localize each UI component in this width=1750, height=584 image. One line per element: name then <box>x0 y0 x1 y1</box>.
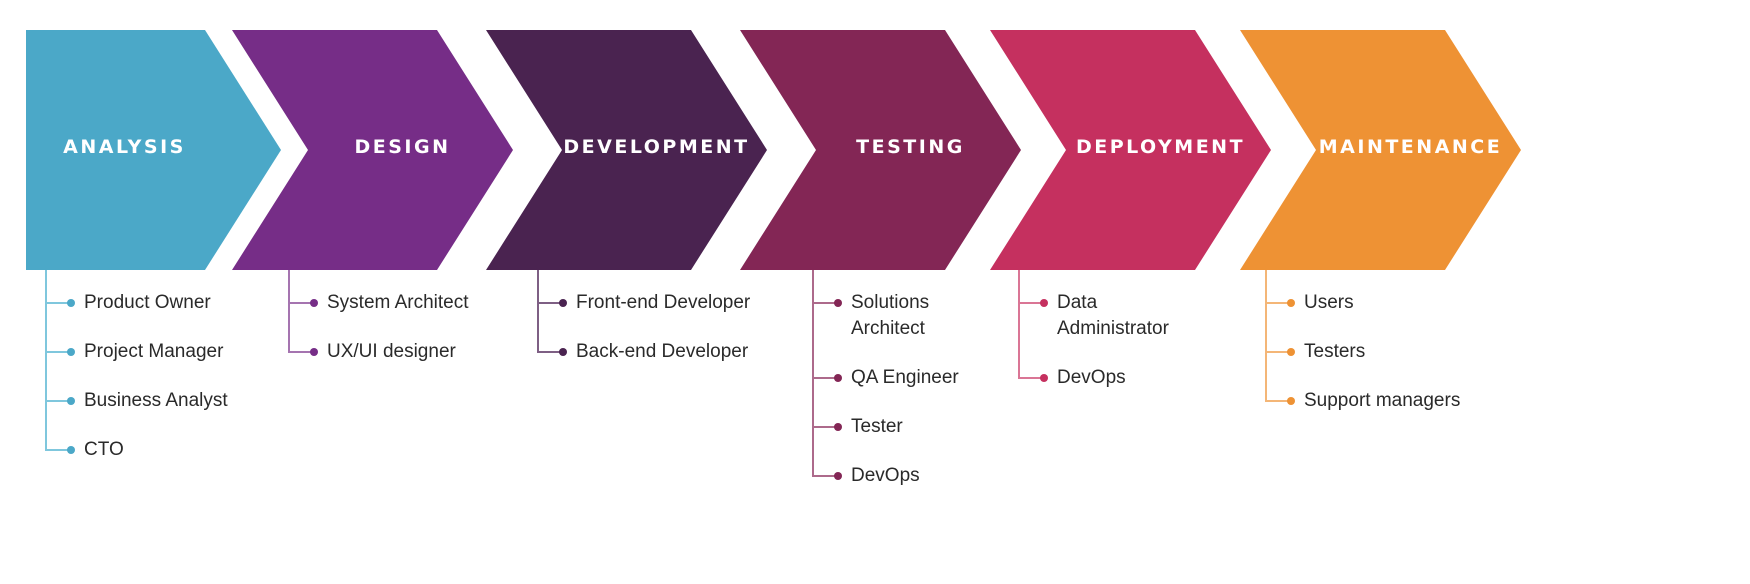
role-label: Back-end Developer <box>576 341 749 362</box>
role-item: CTO <box>45 437 228 463</box>
bullet-dot-icon <box>67 397 75 405</box>
bullet-dot-icon <box>1287 299 1295 307</box>
phase-title: ANALYSIS <box>63 136 186 158</box>
bullet-dot-icon <box>559 348 567 356</box>
bullet-dot-icon <box>1040 299 1048 307</box>
branch-line <box>812 426 837 428</box>
branch-line <box>45 400 70 402</box>
role-label: System Architect <box>327 292 469 313</box>
bullet-dot-icon <box>559 299 567 307</box>
bullet-dot-icon <box>1287 397 1295 405</box>
role-item: Users <box>1265 290 1460 316</box>
role-label: DevOps <box>851 465 920 486</box>
connector-line <box>45 270 47 451</box>
bullet-dot-icon <box>67 299 75 307</box>
role-label: CTO <box>84 439 124 460</box>
phase-chevron-analysis <box>26 30 281 270</box>
role-label: Support managers <box>1304 390 1461 411</box>
branch-line <box>45 351 70 353</box>
bullet-dot-icon <box>834 423 842 431</box>
role-label: Project Manager <box>84 341 224 362</box>
bullet-dot-icon <box>67 348 75 356</box>
role-item: Testers <box>1265 339 1460 365</box>
role-label: Front-end Developer <box>576 292 751 313</box>
phase-title: DEPLOYMENT <box>1075 136 1246 158</box>
bullet-dot-icon <box>834 472 842 480</box>
branch-line <box>288 351 313 353</box>
role-item: Project Manager <box>45 339 228 365</box>
branch-line <box>537 351 562 353</box>
role-item: Back-end Developer <box>537 339 750 365</box>
phase-chevron-deployment <box>990 30 1271 270</box>
phase-title: DESIGN <box>354 136 451 158</box>
branch-line <box>1018 377 1043 379</box>
role-label: Solutions Architect <box>851 292 930 339</box>
branch-line <box>1018 302 1043 304</box>
role-item: Tester <box>812 414 959 440</box>
connector-line <box>1018 270 1020 379</box>
role-label: Product Owner <box>84 292 211 313</box>
branch-line <box>45 302 70 304</box>
role-item: Business Analyst <box>45 388 228 414</box>
bullet-dot-icon <box>1040 374 1048 382</box>
role-label: Tester <box>851 416 903 437</box>
role-label: QA Engineer <box>851 367 959 388</box>
role-label: DevOps <box>1057 367 1126 388</box>
connector-line <box>812 270 814 477</box>
bullet-dot-icon <box>310 299 318 307</box>
phase-title: DEVELOPMENT <box>563 136 750 158</box>
branch-line <box>1265 400 1290 402</box>
branch-line <box>1265 351 1290 353</box>
bullet-dot-icon <box>834 299 842 307</box>
branch-line <box>812 475 837 477</box>
connector-line <box>537 270 539 353</box>
phase-chevron-design <box>232 30 513 270</box>
role-item: Solutions Architect <box>812 290 959 342</box>
role-label: UX/UI designer <box>327 341 456 362</box>
role-item: QA Engineer <box>812 365 959 391</box>
phase-chevron-testing <box>740 30 1021 270</box>
role-item: Product Owner <box>45 290 228 316</box>
branch-line <box>812 302 837 304</box>
role-item: UX/UI designer <box>288 339 469 365</box>
connector-line <box>288 270 290 353</box>
role-label: Testers <box>1304 341 1366 362</box>
phase-title: TESTING <box>856 136 965 158</box>
role-label: Business Analyst <box>84 390 228 411</box>
role-item: System Architect <box>288 290 469 316</box>
bullet-dot-icon <box>834 374 842 382</box>
phase-title: MAINTENANCE <box>1318 136 1503 158</box>
branch-line <box>45 449 70 451</box>
role-item: Front-end Developer <box>537 290 750 316</box>
bullet-dot-icon <box>310 348 318 356</box>
branch-line <box>1265 302 1290 304</box>
role-label: Data Administrator <box>1057 292 1169 339</box>
phase-chevron-development <box>486 30 767 270</box>
branch-line <box>288 302 313 304</box>
role-item: Support managers <box>1265 388 1460 414</box>
bullet-dot-icon <box>1287 348 1295 356</box>
bullet-dot-icon <box>67 446 75 454</box>
role-label: Users <box>1304 292 1354 313</box>
branch-line <box>537 302 562 304</box>
phase-chevron-maintenance <box>1240 30 1521 270</box>
connector-line <box>1265 270 1267 402</box>
branch-line <box>812 377 837 379</box>
role-item: Data Administrator <box>1018 290 1169 342</box>
role-item: DevOps <box>812 463 959 489</box>
role-item: DevOps <box>1018 365 1169 391</box>
